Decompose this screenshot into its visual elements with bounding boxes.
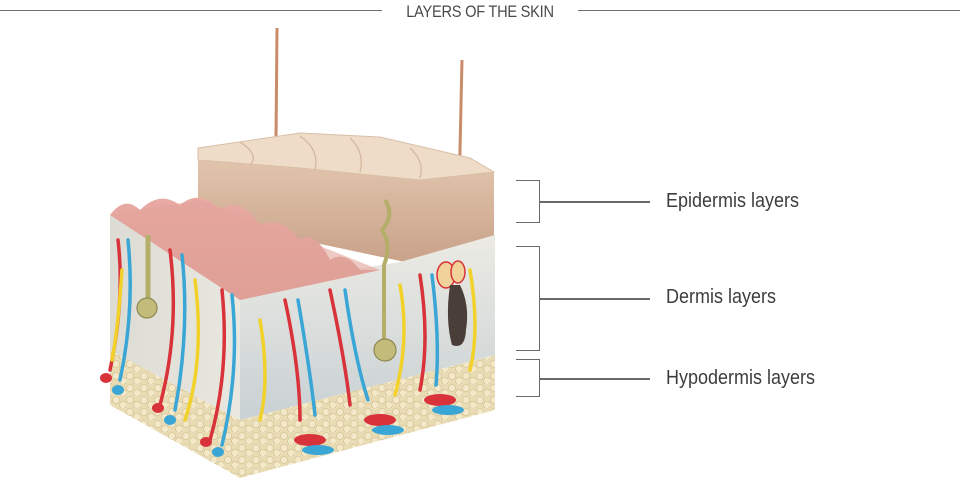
- dermis-layer: [110, 215, 240, 420]
- diagram-title: LAYERS OF THE SKIN: [406, 2, 554, 21]
- hypodermis-bracket: [516, 359, 540, 397]
- vessel-cross-sections: [100, 373, 464, 457]
- epidermis-connector-line: [540, 201, 650, 203]
- sweat-glands: [136, 198, 397, 362]
- diagram-title-bar: LAYERS OF THE SKIN: [0, 0, 960, 24]
- dermis-label: Dermis layers: [666, 286, 777, 308]
- hypodermis-connector-line: [540, 378, 650, 380]
- hair-follicle: [436, 260, 468, 346]
- dermis-connector-line: [540, 298, 650, 300]
- hair-shaft: [274, 27, 279, 141]
- blood-vessels: [108, 238, 477, 447]
- title-rule-right: [578, 10, 960, 11]
- skin-cross-section-illustration: [100, 27, 496, 478]
- epidermis-label: Epidermis layers: [666, 190, 800, 212]
- title-rule-left: [0, 10, 382, 11]
- dermis-bracket: [516, 246, 540, 351]
- hypodermis-label: Hypodermis layers: [666, 367, 816, 389]
- epidermis-bracket: [516, 180, 540, 223]
